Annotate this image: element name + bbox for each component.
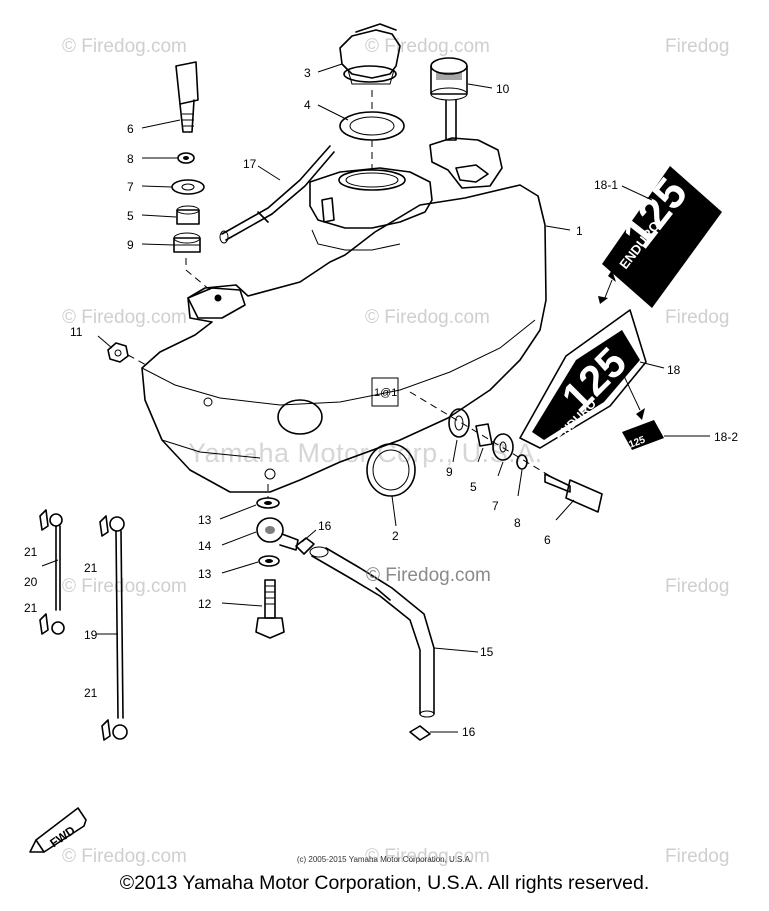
watermark: Firedog [665, 846, 729, 867]
watermark: Firedog [665, 307, 729, 328]
decal-18-1: 125 ENDURO [602, 166, 722, 308]
callout-18-2: 18-2 [714, 430, 738, 444]
callout-8-right: 8 [514, 516, 521, 530]
leader-lines [41, 63, 710, 733]
watermark: © Firedog.com [62, 36, 187, 57]
copyright-notice: ©2013 Yamaha Motor Corporation, U.S.A. A… [119, 872, 650, 894]
left-mount-stack [171, 61, 211, 291]
fuel-fitting-stack [255, 484, 299, 639]
part-cap [339, 23, 401, 85]
watermark-center: © Firedog.com [366, 565, 491, 586]
decal-18-2: 125 [622, 420, 664, 451]
ground-wire-20 [39, 509, 65, 635]
watermark: © Firedog.com [62, 576, 187, 597]
callout-labels: 3 4 6 8 7 5 9 10 17 1 18-1 18 18-2 11 9 … [24, 66, 738, 739]
hose-clip-upper [295, 537, 315, 555]
watermark: Firedog [665, 576, 729, 597]
callout-6: 6 [127, 122, 134, 136]
callout-21-b: 21 [24, 601, 38, 615]
watermark-layer: © Firedog.com © Firedog.com Firedog © Fi… [62, 36, 729, 867]
watermark: Firedog [665, 36, 729, 57]
fuel-tank: 1@1 [141, 137, 547, 493]
callout-9-right: 9 [446, 465, 453, 479]
callout-18: 18 [667, 363, 681, 377]
callout-2: 2 [392, 529, 399, 543]
callout-7: 7 [127, 180, 134, 194]
callout-6-right: 6 [544, 533, 551, 547]
watermark: © Firedog.com [62, 307, 187, 328]
callout-16-top: 16 [318, 519, 332, 533]
callout-10: 10 [496, 82, 510, 96]
callout-16-bottom: 16 [462, 725, 476, 739]
callout-14: 14 [198, 539, 212, 553]
right-mount-stack [409, 391, 603, 513]
part-damper [430, 57, 468, 141]
callout-21-a: 21 [24, 545, 38, 559]
part-nut [107, 342, 149, 367]
ground-wire-19 [99, 515, 128, 741]
callout-21-d: 21 [84, 686, 98, 700]
callout-11: 11 [70, 325, 83, 339]
callout-13-top: 13 [198, 513, 212, 527]
callout-3: 3 [304, 66, 311, 80]
part-plug-cap [366, 443, 416, 497]
small-copyright: (c) 2005-2015 Yamaha Motor Corporation, … [296, 855, 473, 864]
callout-19: 19 [84, 628, 98, 642]
watermark: © Firedog.com [365, 36, 490, 57]
decal-arrows [598, 270, 645, 420]
callout-9: 9 [127, 238, 134, 252]
callout-21-c: 21 [84, 561, 98, 575]
callout-5: 5 [127, 209, 134, 223]
hose-clip-lower [409, 725, 431, 741]
part-breather-hose [219, 145, 335, 244]
callout-17: 17 [243, 157, 257, 171]
callout-20: 20 [24, 575, 38, 589]
callout-5-right: 5 [470, 480, 477, 494]
tank-badge-text: 1@1 [374, 387, 397, 399]
callout-12: 12 [198, 597, 212, 611]
watermark: © Firedog.com [365, 307, 490, 328]
callout-13-bottom: 13 [198, 567, 212, 581]
watermark: © Firedog.com [365, 846, 490, 867]
callout-4: 4 [304, 98, 311, 112]
callout-8: 8 [127, 152, 134, 166]
part-gasket-ring [339, 111, 405, 141]
callout-15: 15 [480, 645, 494, 659]
callout-7-right: 7 [492, 499, 499, 513]
callout-18-1: 18-1 [594, 178, 618, 192]
part-fuel-hose [309, 546, 435, 718]
callout-1: 1 [576, 224, 583, 238]
watermark: © Firedog.com [62, 846, 187, 867]
